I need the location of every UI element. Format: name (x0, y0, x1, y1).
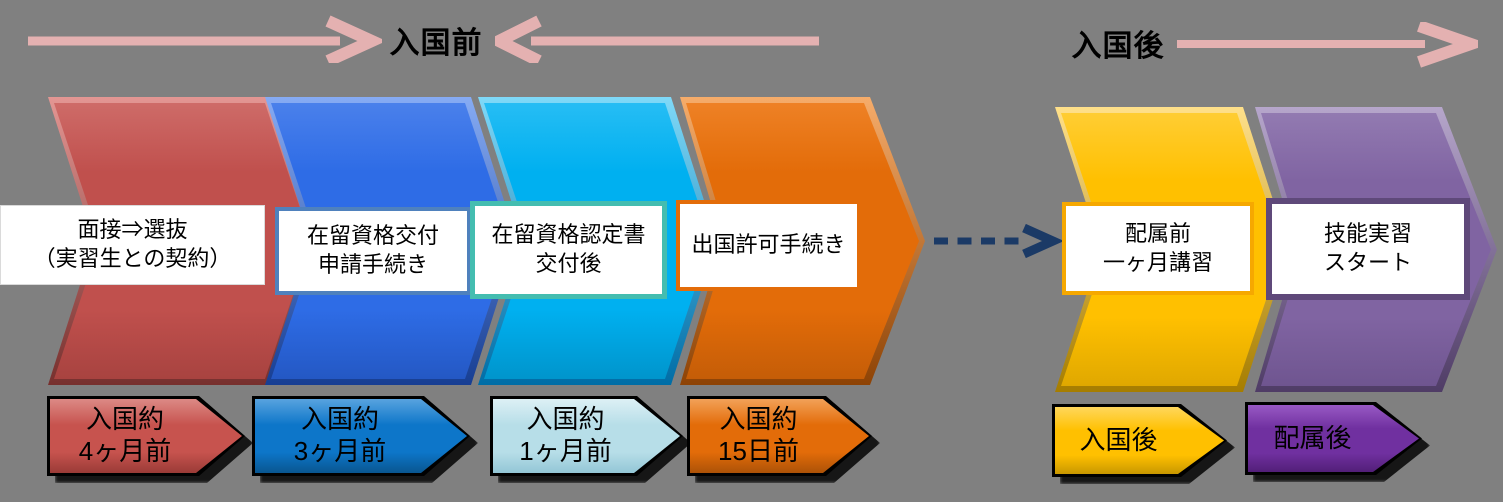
stage-label-line: スタート (1323, 250, 1412, 275)
stage-label-line: 交付後 (535, 251, 602, 276)
after-entry-right-arrow-icon (1177, 22, 1478, 68)
before-entry-left-arrow-icon (495, 15, 819, 63)
badge-label-line: 15日前 (718, 436, 799, 466)
badge-label-line: 1ヶ月前 (519, 436, 612, 466)
before-entry-right-arrow-icon (28, 15, 382, 63)
badge-label: 入国約 4ヶ月前 (47, 396, 245, 476)
stage-label-residence-status-application: 在留資格交付 申請手続き (275, 207, 471, 295)
badge-label-line: 入国約 (719, 404, 798, 435)
stage-label-line: 一ヶ月講習 (1102, 249, 1213, 275)
badge-label: 入国約 15日前 (687, 396, 872, 476)
timing-badge-15-days-before: 入国約 15日前 (687, 396, 872, 476)
stage-label-line: 在留資格認定書 (491, 222, 646, 248)
badge-fill (255, 399, 467, 473)
stage-label-line: 技能実習 (1323, 221, 1412, 247)
badge-label-line: 入国約 (300, 404, 379, 435)
stage-label-pre-assignment-training: 配属前 一ヶ月講習 (1062, 202, 1254, 295)
badge-label: 入国約 3ヶ月前 (252, 396, 470, 476)
stage-label-line: （実習生との契約） (33, 246, 232, 271)
badge-label-line: 入国約 (526, 404, 605, 435)
stage-label-line: 出国許可手続き (691, 232, 846, 258)
after-entry-label: 入国後 (1071, 30, 1165, 63)
stage-label-departure-permission: 出国許可手続き (676, 200, 861, 291)
before-entry-label: 入国前 (389, 27, 483, 60)
timing-badge-3-months-before: 入国約 3ヶ月前 (252, 396, 470, 476)
timing-badge-after-assignment: 配属後 (1245, 402, 1422, 475)
timing-badge-1-month-before: 入国約 1ヶ月前 (490, 396, 683, 476)
stage-label-line: 面接⇒選抜 (77, 217, 188, 243)
badge-label-line: 入国後 (1079, 424, 1158, 455)
stage-label-line: 在留資格交付 (306, 223, 439, 249)
badge-fill (50, 399, 242, 473)
entry-connector-dashed-arrow-icon (934, 224, 1064, 258)
stage-label-residence-certificate-issued: 在留資格認定書 交付後 (470, 201, 667, 299)
stage-label-technical-intern-start: 技能実習 スタート (1266, 198, 1470, 300)
stage-label-line: 配属前 (1124, 220, 1191, 246)
badge-label: 入国後 (1052, 404, 1227, 477)
stage-label-interview-selection: 面接⇒選抜 （実習生との契約） (0, 205, 265, 285)
badge-label: 入国約 1ヶ月前 (490, 396, 683, 476)
badge-label-line: 入国約 (85, 404, 164, 435)
badge-label-line: 4ヶ月前 (78, 436, 172, 466)
badge-label-line: 配属後 (1273, 422, 1352, 453)
badge-fill (493, 399, 680, 473)
badge-label-line: 3ヶ月前 (293, 436, 387, 466)
badge-label: 配属後 (1245, 402, 1422, 475)
timing-badge-4-months-before: 入国約 4ヶ月前 (47, 396, 245, 476)
stage-label-line: 申請手続き (317, 252, 428, 277)
timing-badge-after-entry: 入国後 (1052, 404, 1227, 477)
